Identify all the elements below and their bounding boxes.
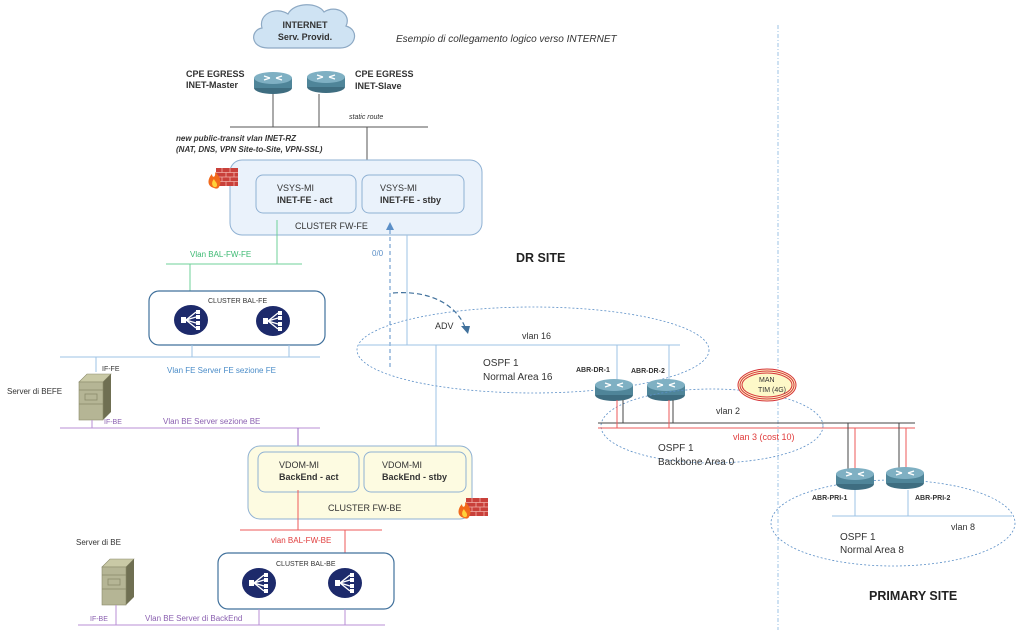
node-be-stby-line1: VDOM-MI: [382, 460, 422, 470]
router-icon: [885, 466, 925, 490]
load-balancer-icon: [327, 567, 363, 599]
abr-pri-1-label: ABR-PRI-1: [812, 495, 847, 502]
area8-label-1: OSPF 1: [840, 532, 876, 543]
vlan-bal-fw-be-label: vlan BAL-FW-BE: [271, 536, 331, 545]
transit-vlan-label-2: (NAT, DNS, VPN Site-to-Site, VPN-SSL): [176, 145, 323, 154]
cpe-slave-label-2: INET-Slave: [355, 81, 402, 91]
load-balancer-icon: [241, 567, 277, 599]
cluster-bal-fe-label: CLUSTER BAL-FE: [208, 298, 267, 305]
cpe-master-label-1: CPE EGRESS: [186, 69, 245, 79]
man-label-2: TIM (4G): [758, 387, 786, 394]
node-be-act-line2: BackEnd - act: [279, 472, 339, 482]
node-act-line1: VSYS-MI: [277, 183, 314, 193]
ospf-area-8-boundary: [770, 479, 1016, 567]
cluster-fw-fe: VSYS-MI INET-FE - act VSYS-MI INET-FE - …: [229, 159, 483, 236]
node-be-stby-line2: BackEnd - stby: [382, 472, 447, 482]
node-backend-stby: [363, 451, 467, 493]
vlan-16-label: vlan 16: [522, 331, 551, 341]
load-balancer-icon: [255, 305, 291, 337]
router-icon: [253, 71, 293, 95]
router-icon: [306, 70, 346, 94]
cluster-bal-be: CLUSTER BAL-BE: [217, 552, 395, 610]
area0-label-2: Backbone Area 0: [658, 457, 735, 468]
firewall-icon: [208, 167, 239, 190]
abr-dr-2-label: ABR-DR-2: [631, 368, 665, 375]
cluster-fw-fe-label: CLUSTER FW-FE: [295, 221, 368, 231]
ospf-area-0-boundary: [600, 388, 824, 464]
vlan-bal-fw-fe-label: Vlan BAL-FW-FE: [190, 250, 251, 259]
arrow-down-icon: [461, 326, 470, 334]
adv-label: ADV: [435, 321, 454, 331]
cluster-fw-be-label: CLUSTER FW-BE: [328, 503, 401, 513]
area8-label-2: Normal Area 8: [840, 545, 904, 556]
router-icon: [594, 378, 634, 402]
cluster-bal-be-label: CLUSTER BAL-BE: [276, 561, 336, 568]
cpe-slave-label-1: CPE EGRESS: [355, 69, 414, 79]
ospf-area-16-boundary: [356, 306, 710, 394]
if-fe-label: IF-FE: [102, 366, 120, 373]
server-be-label: Server di BE: [76, 538, 121, 547]
area0-label-1: OSPF 1: [658, 443, 694, 454]
cpe-router-master: [253, 71, 293, 95]
adv-curve: [392, 292, 467, 331]
router-icon: [646, 378, 686, 402]
node-inet-fe-act: [255, 174, 357, 214]
cpe-master-label-2: INET-Master: [186, 80, 239, 90]
abr-dr-1-label: ABR-DR-1: [576, 367, 610, 374]
man-tim-4g: MAN TIM (4G): [737, 368, 797, 402]
vlan-be-backend-label: Vlan BE Server di BackEnd: [145, 614, 242, 623]
diagram-title: Esempio di collegamento logico verso INT…: [396, 34, 618, 45]
dr-site-label: DR SITE: [516, 251, 565, 265]
node-stby-line2: INET-FE - stby: [380, 195, 441, 205]
area16-label-1: OSPF 1: [483, 358, 519, 369]
internet-cloud: INTERNET Serv. Provid.: [253, 4, 356, 49]
internet-label: INTERNET: [283, 20, 329, 30]
man-label-1: MAN: [759, 377, 775, 384]
if-be-label: IF-BE: [104, 419, 122, 426]
vlan-be-server-label: Vlan BE Server sezione BE: [163, 417, 260, 426]
node-inet-fe-stby: [361, 174, 465, 214]
cluster-fw-be: VDOM-MI BackEnd - act VDOM-MI BackEnd - …: [247, 445, 473, 520]
cluster-bal-fe: CLUSTER BAL-FE: [148, 290, 326, 346]
node-backend-act: [257, 451, 360, 493]
abr-pri-1: ABR-PRI-1: [812, 467, 875, 502]
vlan-2-label: vlan 2: [716, 406, 740, 416]
abr-dr-2: ABR-DR-2: [631, 368, 686, 402]
server-icon: [101, 558, 135, 606]
abr-pri-2: ABR-PRI-2: [885, 466, 950, 502]
abr-pri-2-label: ABR-PRI-2: [915, 495, 950, 502]
node-stby-line1: VSYS-MI: [380, 183, 417, 193]
cpe-router-slave: [306, 70, 346, 94]
route-0-0-label: 0/0: [372, 249, 384, 258]
server-befe-label: Server di BEFE: [7, 387, 62, 396]
node-act-line2: INET-FE - act: [277, 195, 333, 205]
vlan-fe-server-label: Vlan FE Server FE sezione FE: [167, 366, 276, 375]
internet-sublabel: Serv. Provid.: [278, 32, 332, 42]
load-balancer-icon: [173, 304, 209, 336]
if-be-label-2: IF-BE: [90, 616, 108, 623]
server-icon: [78, 373, 112, 421]
arrow-up-icon: [386, 222, 394, 230]
vlan-3-label: vlan 3 (cost 10): [733, 432, 795, 442]
static-route-label: static route: [349, 114, 383, 121]
vlan-8-label: vlan 8: [951, 522, 975, 532]
router-icon: [835, 467, 875, 491]
area16-label-2: Normal Area 16: [483, 372, 553, 383]
abr-dr-1: ABR-DR-1: [576, 367, 634, 402]
node-be-act-line1: VDOM-MI: [279, 460, 319, 470]
transit-vlan-label-1: new public-transit vlan INET-RZ: [176, 134, 297, 143]
primary-site-label: PRIMARY SITE: [869, 589, 957, 603]
